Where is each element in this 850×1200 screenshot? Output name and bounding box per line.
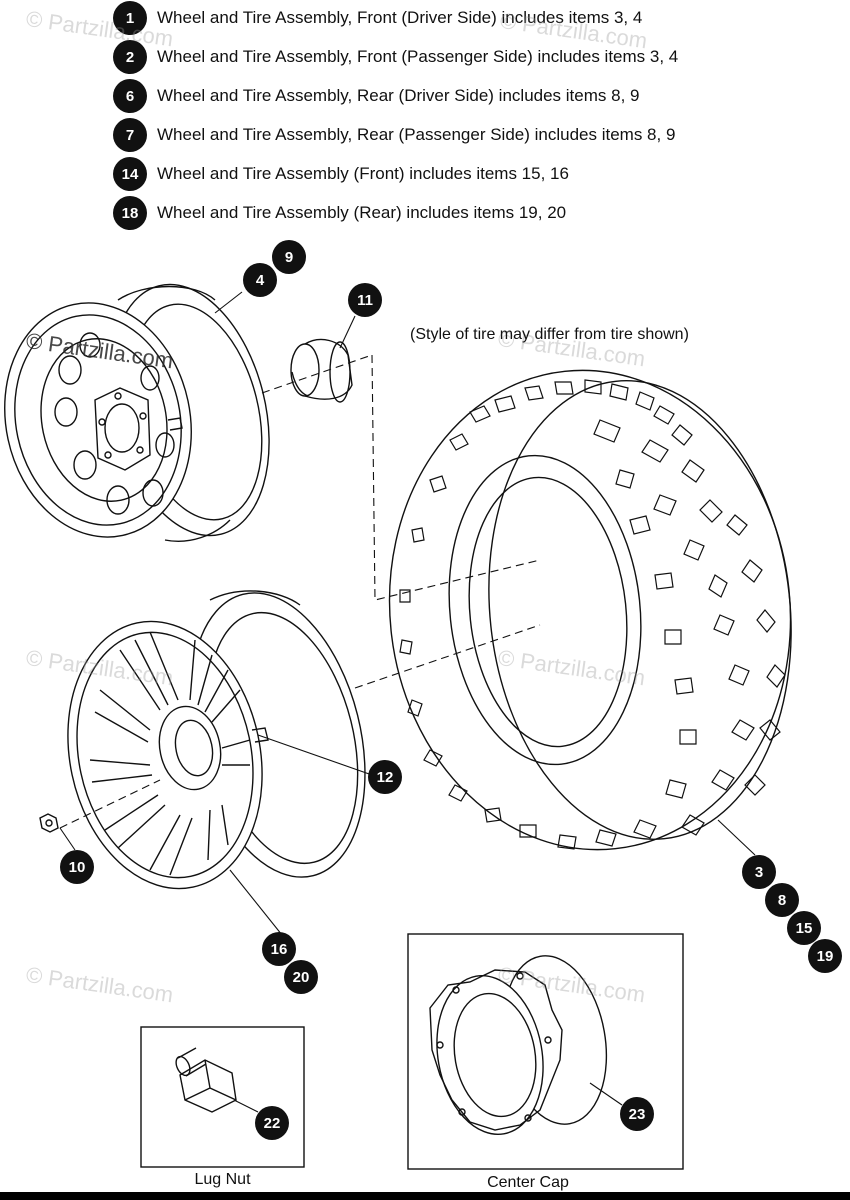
bottom-border xyxy=(0,1192,850,1200)
legend-item: 2 Wheel and Tire Assembly, Front (Passen… xyxy=(113,39,678,75)
callout-9: 9 xyxy=(272,240,306,274)
callout-20: 20 xyxy=(284,960,318,994)
leader-lines xyxy=(59,291,756,1113)
legend-badge: 18 xyxy=(113,196,147,230)
lug-nut-box xyxy=(140,1026,305,1168)
center-cap-caption: Center Cap xyxy=(487,1174,569,1191)
callout-15: 15 xyxy=(787,911,821,945)
legend-badge: 14 xyxy=(113,157,147,191)
legend-item: 1 Wheel and Tire Assembly, Front (Driver… xyxy=(113,0,642,36)
center-cap-part xyxy=(290,338,353,403)
legend-item: 6 Wheel and Tire Assembly, Rear (Driver … xyxy=(113,78,639,114)
callout-19: 19 xyxy=(808,939,842,973)
steel-wheel xyxy=(4,283,270,542)
legend-text: Wheel and Tire Assembly, Rear (Driver Si… xyxy=(157,86,640,105)
tire xyxy=(388,369,792,851)
legend-text: Wheel and Tire Assembly, Front (Driver S… xyxy=(157,8,643,27)
callout-3: 3 xyxy=(742,855,776,889)
callout-22: 22 xyxy=(255,1106,289,1140)
callout-4: 4 xyxy=(243,263,277,297)
legend-item: 7 Wheel and Tire Assembly, Rear (Passeng… xyxy=(113,117,675,153)
legend-text: Wheel and Tire Assembly, Rear (Passenger… xyxy=(157,125,676,144)
legend-text: Wheel and Tire Assembly, Front (Passenge… xyxy=(157,47,679,66)
aluminum-wheel xyxy=(67,590,366,890)
legend-item: 18 Wheel and Tire Assembly (Rear) includ… xyxy=(113,195,566,231)
callout-8: 8 xyxy=(765,883,799,917)
lug-nut-part xyxy=(39,813,59,833)
legend-item: 14 Wheel and Tire Assembly (Front) inclu… xyxy=(113,156,569,192)
legend-badge: 7 xyxy=(113,118,147,152)
callout-23: 23 xyxy=(620,1097,654,1131)
callout-11: 11 xyxy=(348,283,382,317)
legend-badge: 6 xyxy=(113,79,147,113)
legend-text: Wheel and Tire Assembly (Rear) includes … xyxy=(157,203,567,222)
legend-badge: 2 xyxy=(113,40,147,74)
callout-12: 12 xyxy=(368,760,402,794)
lug-nut-caption: Lug Nut xyxy=(194,1171,251,1188)
tire-style-note: (Style of tire may differ from tire show… xyxy=(410,326,689,343)
callout-10: 10 xyxy=(60,850,94,884)
legend-text: Wheel and Tire Assembly (Front) includes… xyxy=(157,164,569,183)
callout-16: 16 xyxy=(262,932,296,966)
legend-badge: 1 xyxy=(113,1,147,35)
center-cap-box xyxy=(407,933,684,1170)
